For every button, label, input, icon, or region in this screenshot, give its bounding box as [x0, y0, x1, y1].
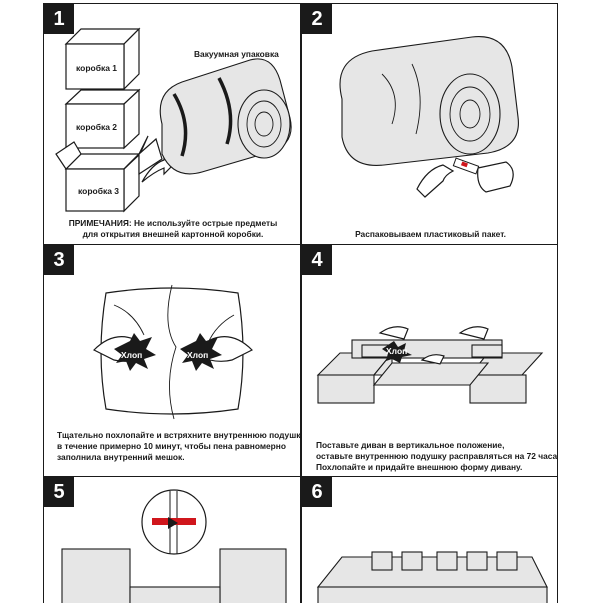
step-1-note-line-2: для открытия внешней картонной коробки.	[82, 229, 264, 239]
steps-grid: 1 коробка 1 коробка 2	[43, 3, 558, 603]
sofa-sections	[61, 548, 287, 603]
box-1-label: коробка 1	[76, 63, 117, 73]
step-2-illustration	[339, 36, 519, 198]
plastic-bag-roll	[339, 36, 519, 166]
step-3-caption-line-1: Тщательно похлопайте и встряхните внутре…	[57, 430, 301, 440]
box-2: коробка 2	[64, 88, 141, 150]
step-1-illustration: коробка 1 коробка 2 коробка 3	[55, 27, 292, 213]
step-5-panel: 5	[43, 476, 301, 603]
clap-right: Хлоп	[180, 333, 254, 371]
step-3-caption-line-3: заполнила внутренний мешок.	[57, 452, 185, 462]
clap-label: Хлоп	[386, 346, 407, 356]
zipper-detail	[141, 489, 207, 555]
step-4-caption-line-3: Похлопайте и придайте внешнюю форму дива…	[316, 462, 523, 472]
step-2-caption: Распаковываем пластиковый пакет.	[355, 229, 506, 239]
vacuum-roll	[159, 58, 292, 175]
step-3-panel: 3 Хлоп Хлоп Тщательно похлопайте и встря…	[43, 244, 301, 477]
step-6-number: 6	[302, 477, 332, 507]
step-2-number: 2	[302, 4, 332, 34]
vacuum-label: Вакуумная упаковка	[194, 49, 279, 59]
clap-burst-icon	[382, 341, 412, 363]
clap-left: Хлоп	[92, 333, 156, 371]
step-3-illustration: Хлоп Хлоп	[92, 284, 254, 420]
step-1-note-line-1: ПРИМЕЧАНИЯ: Не используйте острые предме…	[68, 218, 278, 228]
step-4-caption-line-1: Поставьте диван в вертикальное положение…	[316, 440, 505, 450]
step-6-panel: 6	[301, 476, 558, 603]
step-1-panel: 1 коробка 1 коробка 2	[43, 3, 301, 245]
step-3-number: 3	[44, 245, 74, 275]
step-4-caption-line-2: оставьте внутреннюю подушку расправлятьс…	[316, 451, 558, 461]
step-5-number: 5	[44, 477, 74, 507]
step-6-illustration	[316, 551, 548, 603]
box-3-label: коробка 3	[78, 186, 119, 196]
hands-icon	[416, 157, 514, 198]
step-3-caption-line-2: в течение примерно 10 минут, чтобы пена …	[57, 441, 286, 451]
sofa-u-shape	[316, 339, 544, 404]
box-3: коробка 3	[55, 135, 163, 213]
step-2-panel: 2 Распаковываем пластиковый пакет.	[301, 3, 558, 245]
step-1-number: 1	[44, 4, 74, 34]
step-4-number: 4	[302, 245, 332, 275]
assembled-sofa	[316, 551, 548, 603]
hands-icon	[378, 326, 489, 365]
box-2-label: коробка 2	[76, 122, 117, 132]
step-5-illustration	[61, 489, 287, 603]
step-4-panel: 4 Хлоп Поставьте диван в вертикальное	[301, 244, 558, 477]
step-4-illustration: Хлоп	[316, 326, 544, 404]
clap-left-label: Хлоп	[121, 350, 142, 360]
clap-right-label: Хлоп	[187, 350, 208, 360]
box-1: коробка 1	[64, 27, 141, 91]
